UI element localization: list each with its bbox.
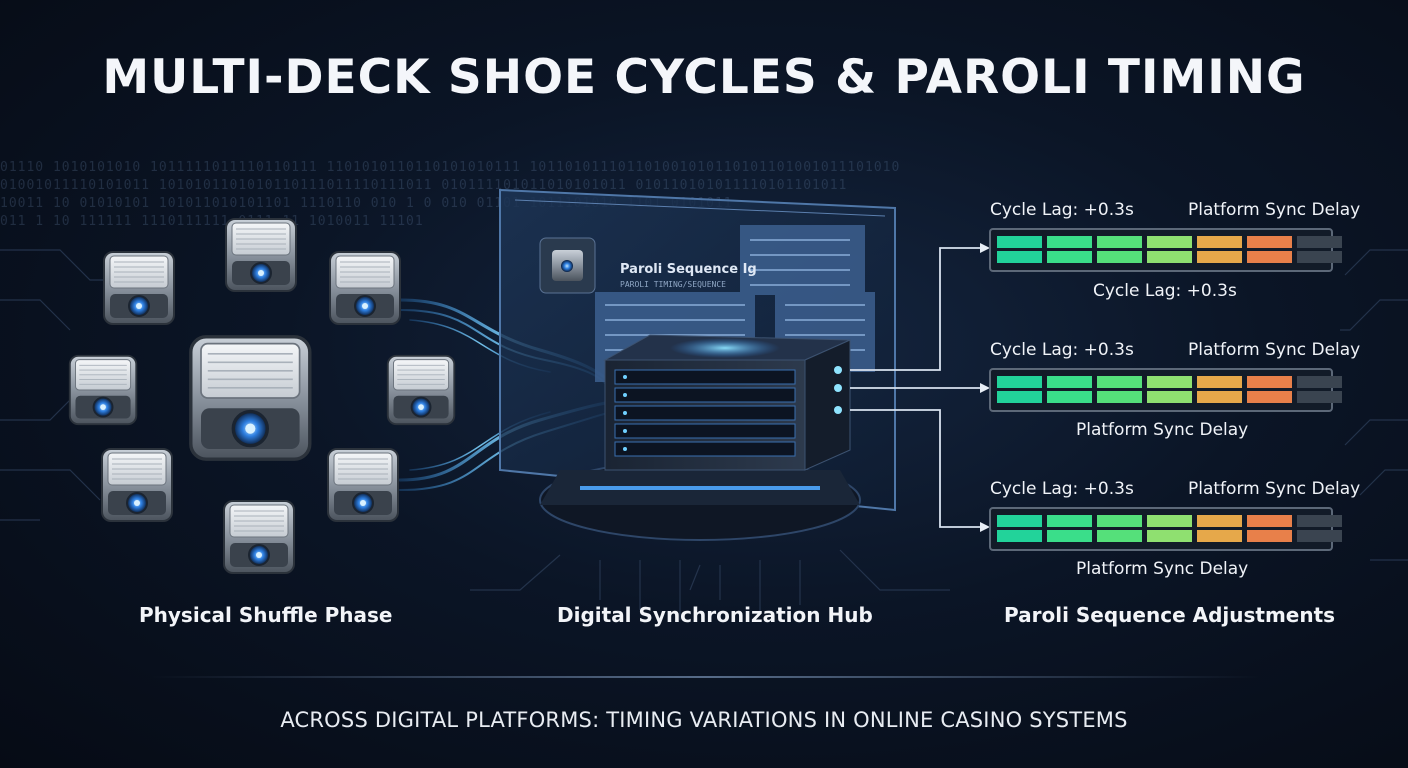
meter-segment (1197, 251, 1242, 263)
meter-segment (1247, 530, 1292, 542)
meter-segment (1047, 530, 1092, 542)
section-label-left: Physical Shuffle Phase (139, 603, 393, 627)
meter-3-below-label: Platform Sync Delay (1076, 559, 1249, 579)
meter-segment (997, 530, 1042, 542)
binary-row: 01110 1010101010 1011111011110110111 110… (0, 160, 901, 175)
panel-subtitle: PAROLI TIMING/SEQUENCE (620, 280, 726, 289)
meter-segment (1247, 376, 1292, 388)
meter-segment (1297, 391, 1342, 403)
meter-segment (997, 376, 1042, 388)
meter-1-below-label: Cycle Lag: +0.3s (1093, 281, 1237, 301)
meter-segment (1197, 376, 1242, 388)
timing-meters (989, 228, 1342, 551)
meter-segment (1097, 236, 1142, 248)
divider (150, 676, 1260, 678)
meter-segment (1047, 391, 1092, 403)
meter-segment (1047, 515, 1092, 527)
meter-segment (1147, 515, 1192, 527)
meter-segment (1097, 391, 1142, 403)
meter-segment (1147, 236, 1192, 248)
meter-segment (1147, 376, 1192, 388)
card-shoe-icon (384, 352, 458, 428)
card-shoe-icon (98, 445, 176, 525)
meter-segment (1047, 251, 1092, 263)
binary-row: 011 1 10 111111 1110111111 0111 11 10100… (0, 214, 424, 229)
meter-2-lag-label: Cycle Lag: +0.3s (990, 340, 1134, 360)
meter-segment (1097, 251, 1142, 263)
card-shoe-icon (184, 330, 317, 466)
meter-segment (1297, 251, 1342, 263)
card-shoe-icon (222, 215, 300, 295)
connector-arrows (980, 243, 990, 532)
section-label-center: Digital Synchronization Hub (557, 603, 873, 627)
timing-meter-frame (989, 228, 1333, 272)
meter-segment (1197, 530, 1242, 542)
meter-segment (1297, 376, 1342, 388)
card-shoe-icon (324, 445, 402, 525)
meter-segment (1147, 251, 1192, 263)
meter-segment (1047, 376, 1092, 388)
page-title: MULTI-DECK SHOE CYCLES & PAROLI TIMING (102, 50, 1306, 105)
meter-segment (1247, 391, 1292, 403)
binary-row: 01001011110101011 1010101101010110111011… (0, 178, 848, 193)
server-rack-icon (539, 334, 861, 541)
circuit-traces (0, 249, 1408, 620)
card-shoe-icon (100, 248, 178, 328)
meter-segment (1047, 236, 1092, 248)
meter-segment (1097, 515, 1142, 527)
meter-segment (997, 391, 1042, 403)
meter-2-below-label: Platform Sync Delay (1076, 420, 1249, 440)
meter-3-delay-label: Platform Sync Delay (1188, 479, 1361, 499)
meter-segment (1147, 530, 1192, 542)
meter-segment (1247, 236, 1292, 248)
meter-segment (1297, 515, 1342, 527)
meter-2-delay-label: Platform Sync Delay (1188, 340, 1361, 360)
meter-1-lag-label: Cycle Lag: +0.3s (990, 200, 1134, 220)
caption: ACROSS DIGITAL PLATFORMS: TIMING VARIATI… (280, 708, 1128, 732)
connector-lines (850, 247, 980, 528)
meter-segment (1247, 251, 1292, 263)
meter-segment (997, 251, 1042, 263)
card-shoe-icon (220, 497, 298, 577)
meter-segment (1097, 530, 1142, 542)
panel-title: Paroli Sequence Ig (620, 262, 757, 277)
connector-nodes (834, 366, 842, 414)
timing-meter-frame (989, 368, 1333, 412)
meter-segment (1297, 530, 1342, 542)
meter-segment (1097, 376, 1142, 388)
meter-segment (1297, 236, 1342, 248)
section-label-right: Paroli Sequence Adjustments (1004, 603, 1336, 627)
meter-segment (1197, 236, 1242, 248)
card-shoe-icon (326, 248, 404, 328)
meter-segment (1247, 515, 1292, 527)
meter-segment (1197, 515, 1242, 527)
meter-segment (997, 515, 1042, 527)
meter-1-delay-label: Platform Sync Delay (1188, 200, 1361, 220)
meter-segment (1197, 391, 1242, 403)
meter-segment (1147, 391, 1192, 403)
timing-meter-frame (989, 507, 1333, 551)
meter-segment (997, 236, 1042, 248)
card-shoe-icon (66, 352, 140, 428)
meter-3-lag-label: Cycle Lag: +0.3s (990, 479, 1134, 499)
